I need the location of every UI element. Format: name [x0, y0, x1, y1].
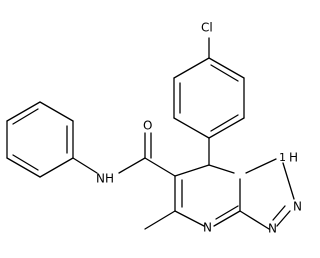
bond-ring-a1 — [208, 57, 245, 79]
bond-c5-n4 — [174, 210, 205, 227]
bond-ring-b3 — [6, 101, 41, 122]
bond-c7-c6 — [174, 164, 210, 177]
pyrimidine-ring — [174, 137, 241, 227]
bond-ring-b-double-3 — [12, 154, 39, 171]
tetrazole-n2-label: N — [293, 200, 302, 214]
carboxamide-group — [72, 132, 176, 177]
bond-ring-a-double-1 — [210, 64, 239, 82]
bond-ring-a6 — [173, 57, 210, 79]
amide-nh-label: NH — [96, 172, 114, 186]
bond-n1-n2 — [282, 162, 295, 200]
bond-n3-c3a — [239, 210, 270, 230]
bond-ring-b5 — [6, 157, 41, 178]
chlorine-label: Cl — [201, 21, 213, 35]
bond-ring-a-double-2 — [210, 114, 239, 132]
methyl-bond — [144, 210, 176, 230]
bond-ring-b6 — [39, 157, 74, 178]
bond-n4-c3a — [213, 210, 241, 227]
bond-n8-n1 — [245, 158, 277, 174]
bond-ring-b2 — [39, 101, 74, 122]
bond-c6-carbonyl — [144, 157, 176, 177]
phenyl-ring — [6, 101, 74, 178]
bond-ring-b-double-2 — [12, 108, 39, 125]
tetrazole-locant-label: 1 — [279, 151, 286, 164]
bond-carbonyl-n — [118, 157, 146, 174]
tetrazole-n3-label: N — [268, 222, 277, 236]
bond-ring-a3 — [208, 117, 245, 139]
bond-n4-c3a-double — [215, 205, 239, 220]
bond-n2-n3-double — [272, 205, 286, 221]
ring-nitrogen-label: N — [203, 221, 212, 235]
tetrazole-nh-h-label: H — [289, 151, 298, 165]
bond-n8-c7 — [208, 164, 235, 174]
bond-n2-n3 — [276, 210, 291, 227]
chlorophenyl-ring — [173, 37, 245, 139]
bond-n-phenyl — [72, 157, 98, 174]
bond-ring-a4 — [173, 117, 210, 139]
tetrazole-ring — [239, 158, 295, 230]
carbonyl-oxygen-label: O — [143, 119, 152, 133]
